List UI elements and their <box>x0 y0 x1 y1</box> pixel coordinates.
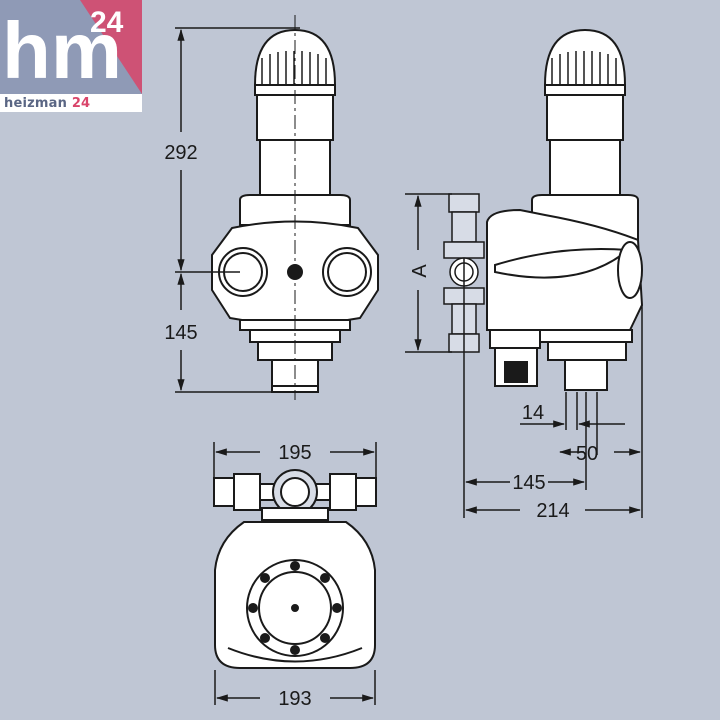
top-view <box>213 469 377 669</box>
side-cap-grip <box>551 51 617 84</box>
dim-height-lower: 145 <box>164 322 197 344</box>
logo-name-number: 24 <box>71 96 91 111</box>
dim-height-upper: 292 <box>164 142 197 164</box>
logo-sup: 24 <box>90 6 124 39</box>
front-cap-grip <box>261 51 327 84</box>
logo-name: heizman <box>4 96 68 111</box>
dim-depth-center: 145 <box>512 472 545 494</box>
dim-width-bottom: 193 <box>278 688 311 710</box>
dim-connector-a: A <box>409 264 431 278</box>
logo-wordmark: heizman 24 <box>4 96 90 111</box>
front-dimensions <box>175 15 300 400</box>
top-dimensions <box>213 442 377 705</box>
side-view <box>486 28 644 391</box>
dim-depth-total: 214 <box>536 500 569 522</box>
brand-logo: hm 24 heizman 24 <box>0 0 142 112</box>
dim-width-top: 195 <box>278 442 311 464</box>
side-dimensions <box>405 193 643 518</box>
logo-mark: hm <box>2 6 122 95</box>
dim-offset-pipe: 50 <box>576 443 598 465</box>
dim-offset-small: 14 <box>522 402 544 424</box>
